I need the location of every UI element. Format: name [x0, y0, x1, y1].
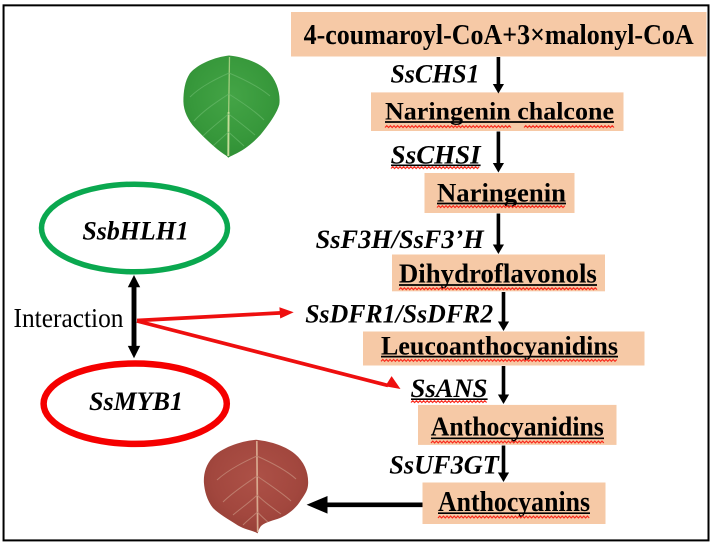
svg-text:SsUF3GT: SsUF3GT: [389, 450, 500, 480]
svg-text:SsbHLH1: SsbHLH1: [82, 215, 189, 245]
svg-text:Leucoanthocyanidins: Leucoanthocyanidins: [381, 331, 618, 360]
svg-text:SsDFR1/SsDFR2: SsDFR1/SsDFR2: [305, 299, 493, 328]
svg-text:Anthocyanidins: Anthocyanidins: [431, 412, 604, 442]
svg-text:SsCHSI: SsCHSI: [391, 141, 482, 170]
svg-text:Interaction: Interaction: [14, 303, 124, 333]
svg-text:SsANS: SsANS: [411, 374, 488, 403]
svg-text:Anthocyanins: Anthocyanins: [438, 487, 590, 518]
svg-text:SsF3H/SsF3’H: SsF3H/SsF3’H: [316, 225, 485, 254]
svg-text:Dihydroflavonols: Dihydroflavonols: [399, 258, 597, 289]
svg-text:Naringenin chalcone: Naringenin chalcone: [385, 99, 614, 126]
svg-text:4-coumaroyl-CoA+3×malonyl-CoA: 4-coumaroyl-CoA+3×malonyl-CoA: [304, 20, 695, 51]
svg-text:Naringenin: Naringenin: [437, 178, 567, 207]
svg-text:SsMYB1: SsMYB1: [89, 387, 183, 416]
svg-text:SsCHS1: SsCHS1: [391, 59, 480, 88]
